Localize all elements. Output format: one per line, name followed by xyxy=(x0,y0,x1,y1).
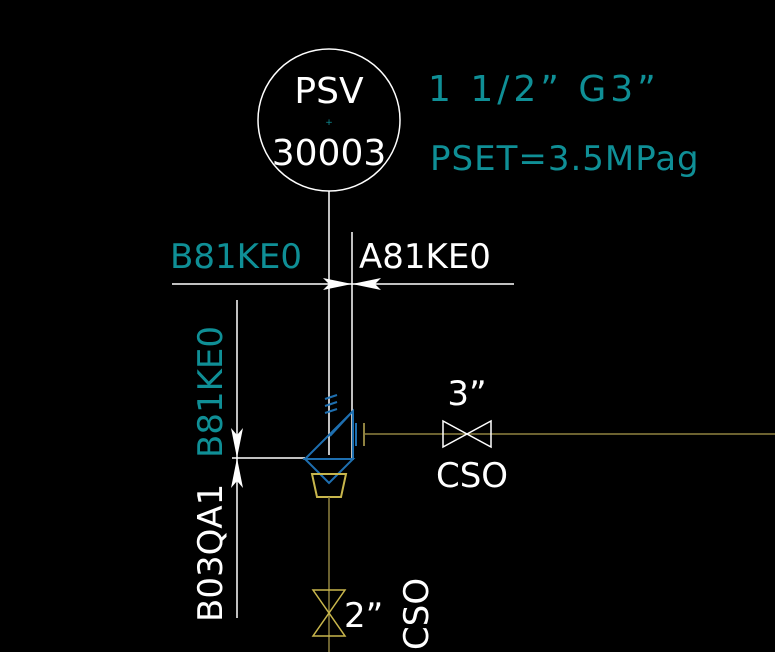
inlet-reducer-symbol xyxy=(310,473,348,498)
relief-valve-symbol xyxy=(302,394,365,485)
vertical-spec-label-upper: B81KE0 xyxy=(191,326,231,458)
outlet-valve-size: 3” xyxy=(447,374,486,414)
spec-break-arrow-right xyxy=(352,278,381,290)
inlet-valve-status: CSO xyxy=(397,578,437,650)
valve-size-annotation: 1 1/2” G3” xyxy=(428,69,660,110)
inlet-gate-valve-symbol xyxy=(311,589,347,637)
instrument-tag-number: 30003 xyxy=(272,133,387,174)
spec-break-label-right: A81KE0 xyxy=(359,237,491,277)
outlet-valve-status: CSO xyxy=(436,456,508,496)
set-pressure-annotation: PSET=3.5MPag xyxy=(430,139,700,179)
bubble-center-mark: + xyxy=(325,118,333,128)
vertical-spec-arrow-down xyxy=(231,458,243,488)
spec-break-label-left: B81KE0 xyxy=(170,237,302,277)
vertical-spec-arrow-up xyxy=(231,428,243,458)
instrument-tag-letters: PSV xyxy=(294,71,364,112)
vertical-spec-label-lower: B03QA1 xyxy=(191,484,231,622)
inlet-valve-size: 2” xyxy=(344,596,383,636)
spec-break-arrow-left xyxy=(323,278,352,290)
outlet-gate-valve-symbol xyxy=(442,419,492,449)
